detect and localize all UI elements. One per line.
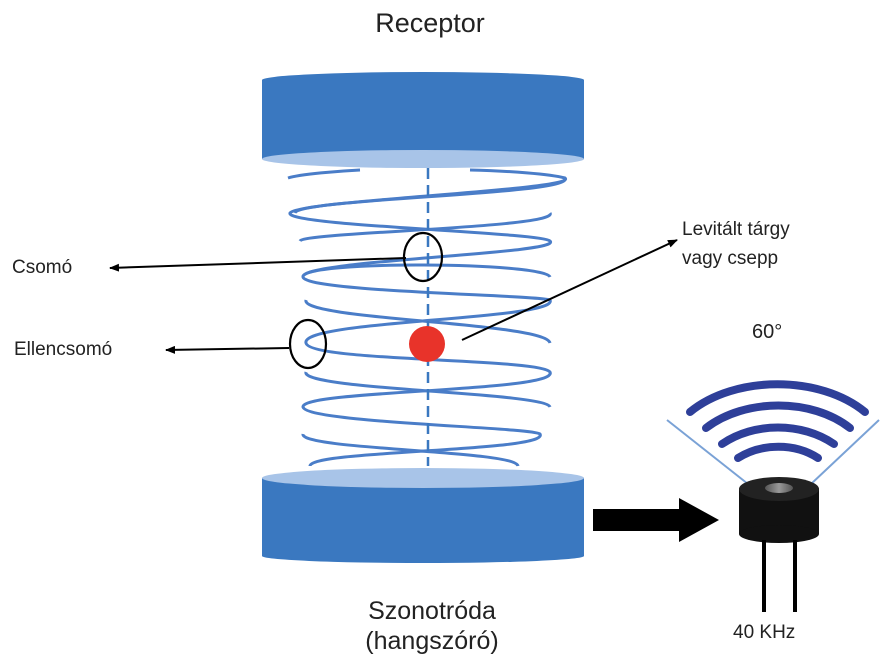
levitated-line-1: Levitált tárgy — [682, 219, 790, 240]
droplet-icon — [409, 326, 445, 362]
signal-arrow — [593, 498, 719, 542]
droplet-arrow — [461, 239, 678, 341]
antinode-label: Ellencsomó — [14, 339, 113, 360]
levitated-line-2: vagy csepp — [682, 248, 779, 269]
sonotrode-plate — [262, 468, 584, 563]
angle-label: 60° — [752, 321, 783, 343]
receptor-plate — [262, 72, 584, 168]
szonotroda-line-2: (hangszóró) — [365, 627, 499, 655]
transducer-icon — [739, 477, 819, 612]
standing-wave — [287, 168, 567, 468]
antinode-marker — [288, 318, 328, 370]
sound-wave-icon — [686, 380, 869, 462]
levitated-object-label: Levitált tárgy vagy csepp — [682, 215, 790, 273]
receptor-label: Receptor — [375, 8, 485, 38]
antinode-arrow — [165, 345, 290, 354]
szonotroda-label: Szonotróda (hangszóró) — [312, 596, 552, 656]
node-label: Csomó — [12, 257, 73, 278]
frequency-label: 40 KHz — [733, 622, 796, 643]
node-arrow — [109, 257, 407, 272]
szonotroda-line-1: Szonotróda — [368, 597, 496, 625]
emission-cone — [666, 419, 880, 485]
node-marker — [402, 231, 444, 283]
